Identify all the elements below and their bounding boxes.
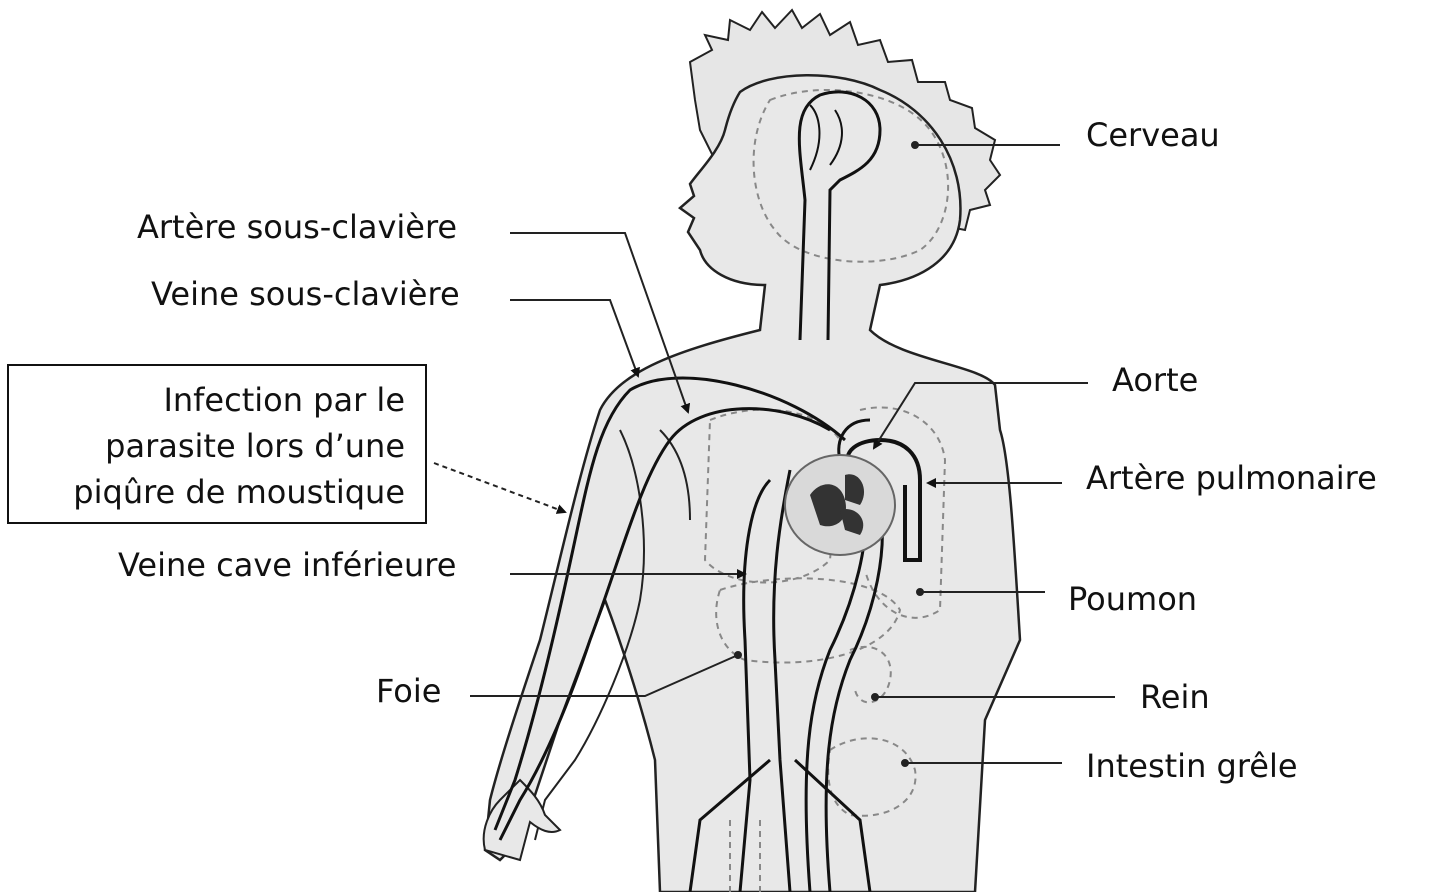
leader-veine-sous-claviere: [510, 300, 638, 376]
body-silhouette: [484, 10, 1020, 892]
infection-line-1: Infection par le: [163, 384, 405, 416]
infection-info-box: Infection par le parasite lors d’une piq…: [7, 364, 427, 524]
label-poumon: Poumon: [1068, 583, 1197, 615]
label-rein: Rein: [1140, 681, 1210, 713]
label-foie: Foie: [376, 675, 441, 707]
label-veine-sous-claviere: Veine sous-clavière: [151, 278, 460, 310]
heart: [785, 455, 895, 555]
infection-line-2: parasite lors d’une: [105, 430, 405, 462]
leader-infection: [434, 463, 565, 512]
infection-line-3: piqûre de moustique: [73, 476, 405, 508]
label-aorte: Aorte: [1112, 364, 1198, 396]
label-cerveau: Cerveau: [1086, 119, 1220, 151]
label-veine-cave-inferieure: Veine cave inférieure: [118, 549, 456, 581]
label-intestin-grele: Intestin grêle: [1086, 750, 1298, 782]
label-artere-sous-claviere: Artère sous-clavière: [137, 211, 457, 243]
label-artere-pulmonaire: Artère pulmonaire: [1086, 462, 1377, 494]
